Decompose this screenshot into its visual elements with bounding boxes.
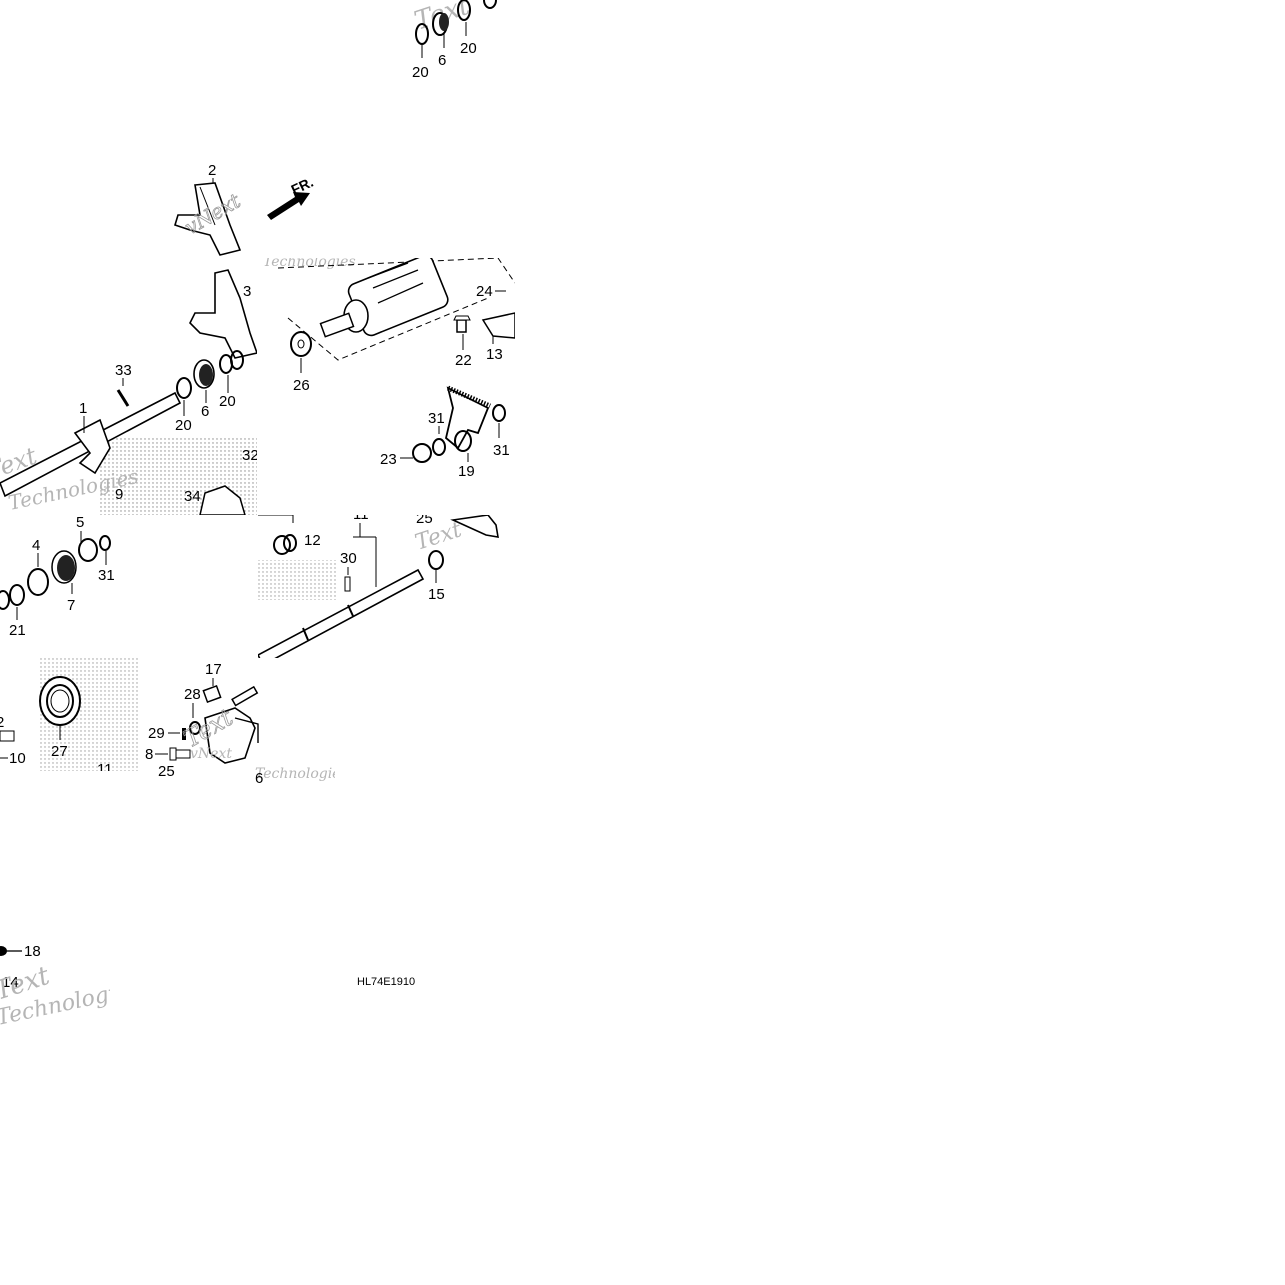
- tile-top-washers: Text 20 6 20: [400, 0, 515, 90]
- callout-33: 33: [115, 362, 132, 379]
- callout-6: 6: [255, 770, 263, 787]
- callout-1: 1: [79, 400, 87, 417]
- callout-8: 8: [145, 746, 153, 763]
- callout-17: 17: [205, 661, 222, 678]
- callout-18: 18: [24, 943, 41, 960]
- callout-27: 27: [51, 743, 68, 760]
- callout-3: 3: [243, 283, 251, 300]
- tile-shift-fork-2: 2 vNext FR.: [170, 155, 330, 258]
- callout-31: 31: [428, 410, 445, 427]
- callout-12: 12: [304, 532, 321, 549]
- callout-34: 34: [184, 488, 201, 505]
- tile-bottom-left: 18 14 Text Technologies: [0, 935, 110, 1030]
- callout-15: 15: [428, 586, 445, 603]
- callout-22: 22: [455, 352, 472, 369]
- callout-11: 11: [97, 761, 113, 771]
- callout-13: 13: [486, 346, 503, 363]
- tile-stopper-arm: 17 28 29 8 25 Text vNext Technologies 6: [140, 658, 335, 788]
- callout-31: 31: [493, 442, 510, 459]
- callout-6: 6: [201, 403, 209, 420]
- stopper-arm-drawing: 17 28 29 8 25 Text vNext Technologies 6: [145, 661, 335, 787]
- watermark-text: Technologies: [263, 258, 356, 270]
- callout-24: 24: [476, 283, 493, 300]
- callout-29: 29: [148, 725, 165, 742]
- front-marker-label: FR.: [289, 174, 316, 198]
- callout-10: 10: [9, 750, 26, 767]
- callout-20: 20: [175, 417, 192, 434]
- shift-spindle-drawing: 12 11 30 25 15 Text: [258, 515, 499, 658]
- callout-5: 5: [76, 515, 84, 531]
- callout-2: 2: [208, 162, 216, 179]
- bearing-drawing: 27 2 10 11: [0, 658, 140, 771]
- callout-26: 26: [293, 377, 310, 394]
- tile-spring-group: 5 4 31 7 21: [0, 515, 257, 658]
- callout-23: 23: [380, 451, 397, 468]
- watermark-text: vNext: [190, 746, 232, 762]
- callout-20: 20: [412, 64, 429, 81]
- tile-bearing: 27 2 10 11: [0, 658, 140, 771]
- fork-shaft-drawing: 3 33 1 20 6 20 9 34 32 Text Technol: [0, 269, 257, 515]
- callout-25: 25: [416, 515, 433, 527]
- shift-fork-2-drawing: 2 vNext FR.: [174, 162, 316, 256]
- callout-2: 2: [0, 714, 4, 731]
- spring-group-drawing: 5 4 31 7 21: [0, 515, 115, 639]
- callout-28: 28: [184, 686, 201, 703]
- callout-32: 32: [242, 447, 257, 464]
- shift-drum-drawing: Technologies 26 24 22 13: [263, 258, 515, 480]
- callout-7: 7: [67, 597, 75, 614]
- callout-6: 6: [438, 52, 446, 69]
- tile-shift-spindle: 12 11 30 25 15 Text: [258, 515, 515, 658]
- callout-31: 31: [98, 567, 115, 584]
- front-arrow-icon: [267, 192, 310, 220]
- watermark-text: Technologies: [255, 766, 335, 782]
- callout-20: 20: [219, 393, 236, 410]
- top-washers-drawing: Text 20 6 20: [411, 0, 497, 81]
- callout-25: 25: [158, 763, 175, 780]
- tile-fork-shaft: 3 33 1 20 6 20 9 34 32 Text Technol: [0, 258, 257, 515]
- callout-30: 30: [340, 550, 357, 567]
- callout-9: 9: [115, 486, 123, 503]
- callout-20: 20: [460, 40, 477, 57]
- callout-21: 21: [9, 622, 26, 639]
- callout-19: 19: [458, 463, 475, 480]
- bottom-left-drawing: 18 14 Text Technologies: [0, 943, 110, 1030]
- callout-11: 11: [353, 515, 369, 523]
- diagram-code: HL74E1910: [357, 976, 416, 988]
- callout-4: 4: [32, 537, 40, 554]
- callout-14: 14: [2, 974, 19, 991]
- tile-shift-drum: Technologies 26 24 22 13: [258, 258, 515, 515]
